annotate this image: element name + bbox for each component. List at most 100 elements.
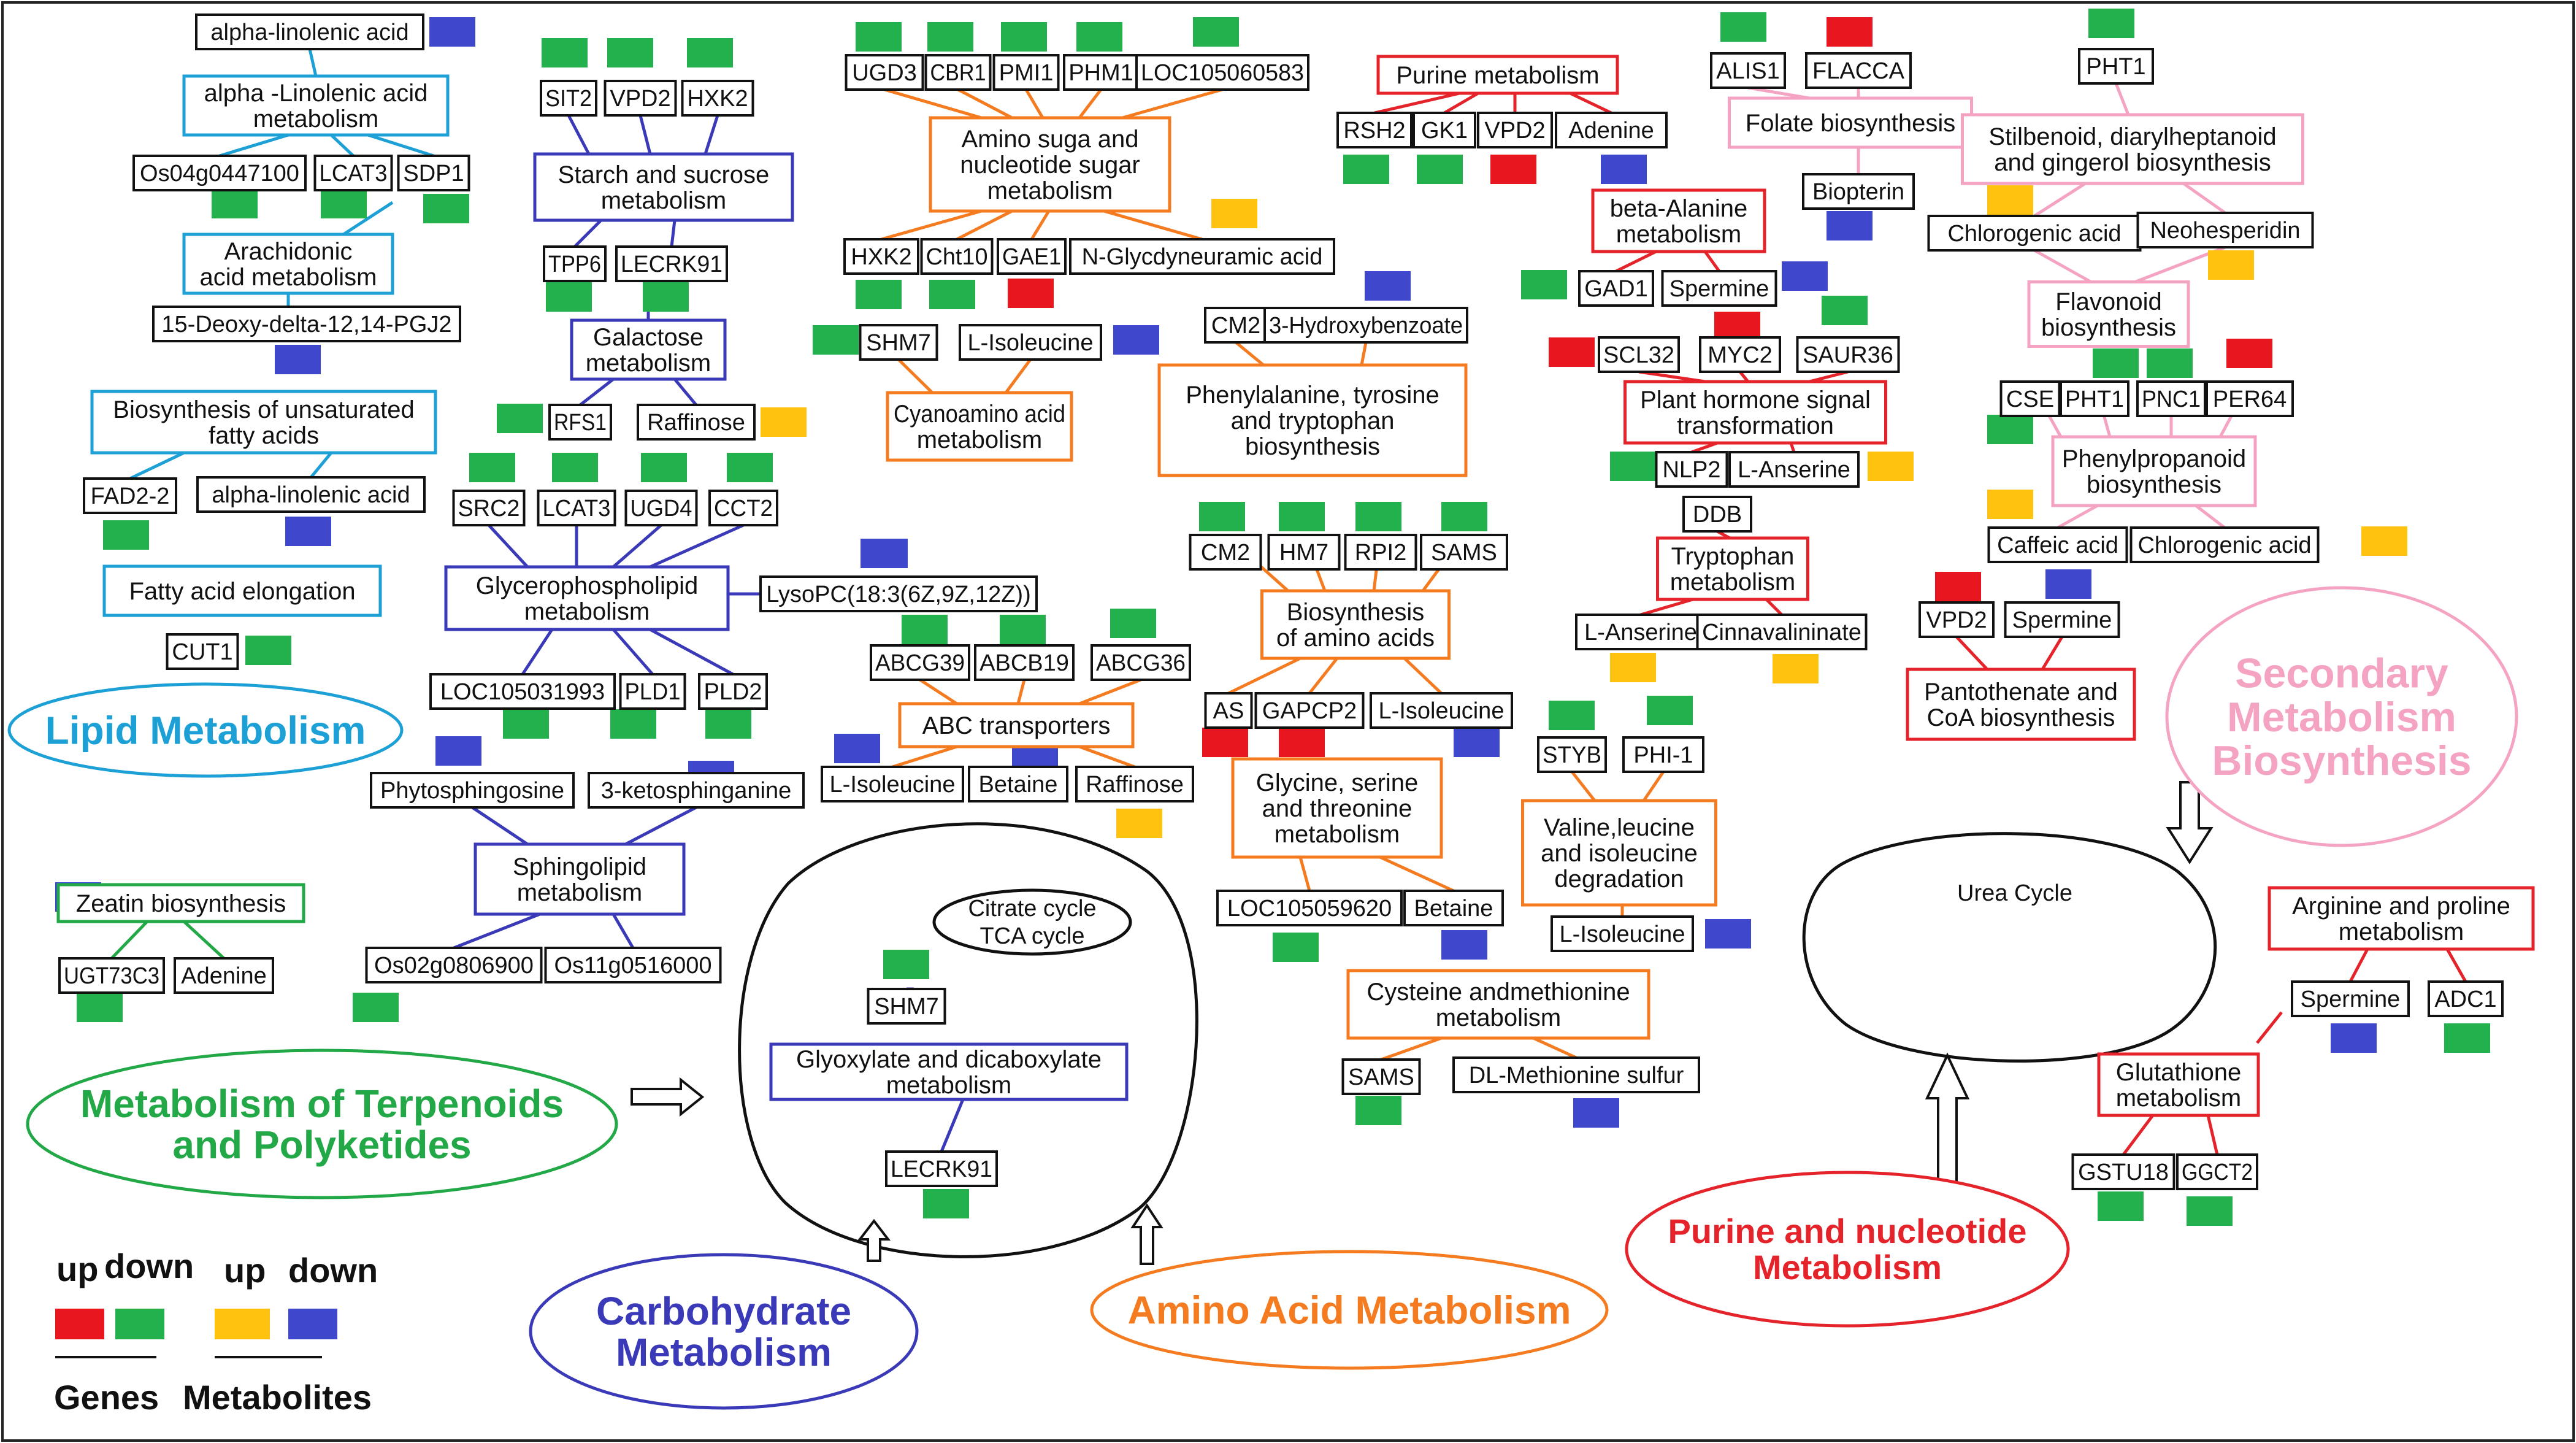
node-box <box>2136 380 2206 417</box>
node-box <box>2428 980 2504 1017</box>
connector-line <box>183 920 225 960</box>
node-biopterin: Biopterin <box>1802 173 1915 210</box>
regulation-marker-gene-down <box>1076 22 1122 52</box>
regulation-marker-met-up <box>1116 809 1162 838</box>
regulation-marker-gene-down <box>2444 1023 2490 1053</box>
connector-line <box>521 628 554 675</box>
node-box <box>1263 307 1468 344</box>
pathway-label: metabolism <box>1670 569 1796 596</box>
node-label: GK1 <box>1421 118 1468 144</box>
pathway-label: metabolism <box>601 187 727 214</box>
connector-line <box>1360 342 1368 366</box>
pathway-label: metabolism <box>586 350 711 377</box>
pathway-box-border <box>2097 1052 2260 1117</box>
regulation-marker-met-up <box>2361 526 2407 556</box>
pathway-box-border <box>2267 886 2535 951</box>
node-betaine1: Betaine <box>968 766 1068 802</box>
node-lanserine2: L-Anserine <box>1575 614 1706 650</box>
urea-cycle-label: Urea Cycle <box>1957 880 2072 906</box>
regulation-marker-met-down <box>1705 919 1751 949</box>
node-label: AS <box>1213 698 1244 724</box>
node-label: Chlorogenic acid <box>2137 533 2311 558</box>
pathway-label: Phenylpropanoid <box>2062 445 2246 472</box>
pathway-box-purine-met: Purine metabolism <box>1376 55 1619 95</box>
connector-line <box>1703 250 1721 272</box>
pathway-boxes: alpha -Linolenic acidmetabolismArachidon… <box>56 55 2535 1117</box>
node-label: RSH2 <box>1343 118 1405 144</box>
connector-line <box>1374 91 1460 115</box>
regulation-marker-met-down <box>1782 261 1828 291</box>
node-box <box>1551 915 1694 952</box>
regulation-marker-met-up <box>1211 199 1257 228</box>
pathway-label: nucleotide sugar <box>960 152 1140 179</box>
connector-line <box>1443 91 1479 115</box>
regulation-marker-met-up <box>1987 185 2033 215</box>
regulation-marker-gene-down <box>497 404 543 433</box>
connector-line <box>1532 1036 1577 1060</box>
connector-line <box>1403 657 1443 695</box>
pathway-label: Stilbenoid, diarylheptanoid <box>1988 123 2276 150</box>
connector-line <box>129 451 185 480</box>
node-box <box>859 324 938 361</box>
node-pnc1: PNC1 <box>2136 380 2206 417</box>
node-label: Spermine <box>2301 987 2401 1012</box>
connector-line <box>2122 1114 2154 1156</box>
pathway-label: metabolism <box>886 1072 1012 1099</box>
node-label: VPD2 <box>1926 607 1987 633</box>
node-hxk2a: HXK2 <box>681 80 754 117</box>
node-label: SRC2 <box>458 496 520 521</box>
node-box <box>1622 736 1704 773</box>
regulation-marker-gene-down <box>321 189 367 218</box>
pathway-label: Glutathione <box>2116 1059 2242 1086</box>
node-label: L-Anserine <box>1738 457 1850 483</box>
regulation-marker-gene-down <box>1987 415 2033 444</box>
node-box <box>624 490 698 526</box>
legend-metabolite-down-label: down <box>288 1251 378 1290</box>
node-label: ABCG36 <box>1096 650 1186 676</box>
pathway-box-border <box>2027 280 2190 348</box>
pathway-box-border <box>1906 668 2136 741</box>
pathway-box-border <box>1961 113 2304 185</box>
node-box <box>1091 644 1191 681</box>
connector-line <box>367 133 434 158</box>
connector-line <box>892 745 957 769</box>
node-neohesp: Neohesperidin <box>2136 212 2314 248</box>
pathway-label: and gingerol biosynthesis <box>1994 149 2271 176</box>
node-label: SHM7 <box>866 330 931 356</box>
connector-line <box>579 378 615 406</box>
category-amino-acid-metabolism: Amino Acid Metabolism <box>1090 1250 1609 1370</box>
regulation-marker-gene-up <box>1008 279 1054 308</box>
pathway-label: Glyoxylate and dicaboxylate <box>796 1046 1102 1073</box>
pathway-label: metabolism <box>1436 1004 1562 1031</box>
category-ellipse <box>26 1049 618 1199</box>
legend-genes-label: Genes <box>54 1378 159 1417</box>
regulation-marker-gene-down <box>883 950 929 979</box>
node-box <box>2206 380 2294 417</box>
node-box <box>1699 336 1781 373</box>
node-sams2: SAMS <box>1341 1058 1421 1095</box>
connector-line <box>611 913 635 949</box>
regulation-marker-met-down <box>429 17 475 47</box>
node-label: Os04g0447100 <box>140 161 299 187</box>
regulation-marker-gene-down <box>923 1189 969 1218</box>
connector-line <box>1024 88 1045 119</box>
regulation-marker-gene-down <box>1610 452 1656 481</box>
node-label: HXK2 <box>687 86 748 112</box>
connector-line <box>453 912 540 950</box>
regulation-marker-met-down <box>2045 569 2091 599</box>
node-lcat3b: LCAT3 <box>537 490 616 526</box>
node-box <box>1537 736 1607 773</box>
connector-line <box>1103 209 1203 241</box>
node-label: RPI2 <box>1355 540 1406 566</box>
legend-gene-up-swatch <box>55 1309 104 1339</box>
node-vpd2b: VPD2 <box>1477 112 1553 148</box>
regulation-marker-gene-down <box>503 709 549 739</box>
regulation-markers <box>55 9 2490 1226</box>
regulation-marker-met-up <box>1868 452 1914 481</box>
connector-line <box>703 115 719 155</box>
node-box <box>166 633 239 670</box>
